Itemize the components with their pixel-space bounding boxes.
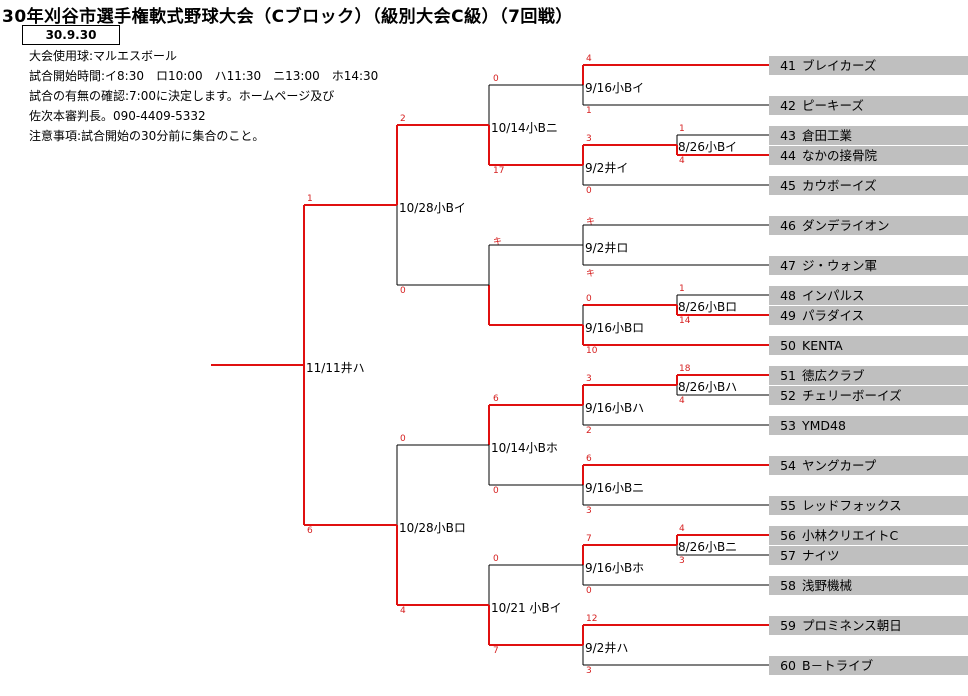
match-r3-bot2: 10/21 小Bイ xyxy=(491,601,562,615)
score-2d-top: 7 xyxy=(586,534,592,544)
score-45: 0 xyxy=(586,186,592,196)
score-56: 4 xyxy=(679,524,685,534)
match-r1-48-49: 8/26小Bロ xyxy=(678,300,738,314)
score-58: 0 xyxy=(586,586,592,596)
score-54: 6 xyxy=(586,454,592,464)
score-r3b1-top: 6 xyxy=(493,394,499,404)
match-r2-46-47: 9/2井ロ xyxy=(585,241,629,255)
match-r2-a-45: 9/2井イ xyxy=(585,161,629,175)
score-55: 3 xyxy=(586,506,592,516)
match-r2-b-50: 9/16小Bロ xyxy=(585,321,645,335)
score-44: 4 xyxy=(679,156,685,166)
score-r3t2-top: キ xyxy=(493,237,503,247)
match-r4-top: 10/28小Bイ xyxy=(399,201,466,215)
match-r2-c-53: 9/16小Bハ xyxy=(585,401,645,415)
match-r3-top1: 10/14小Bニ xyxy=(491,121,558,135)
score-r3t1-top: 0 xyxy=(493,74,499,84)
score-60: 3 xyxy=(586,666,592,676)
score-2a-top: 3 xyxy=(586,134,592,144)
score-r4b-top: 0 xyxy=(400,434,406,444)
score-49: 14 xyxy=(679,316,691,326)
score-41: 4 xyxy=(586,54,592,64)
date-box: 30.9.30 xyxy=(22,25,120,45)
match-r3-bot1: 10/14小Bホ xyxy=(491,441,558,455)
note-start-times: 試合開始時間:イ8:30 ロ10:00 ハ11:30 ニ13:00 ホ14:30 xyxy=(29,69,379,83)
score-43: 1 xyxy=(679,124,685,134)
score-57: 3 xyxy=(679,556,685,566)
match-r2-54-55: 9/16小Bニ xyxy=(585,481,645,495)
score-42: 1 xyxy=(586,106,592,116)
score-r4t-top: 2 xyxy=(400,114,406,124)
note-ball: 大会使用球:マルエスボール xyxy=(29,49,178,63)
note-umpire: 佐次本審判長。090-4409-5332 xyxy=(29,109,206,123)
note-caution: 注意事項:試合開始の30分前に集合のこと。 xyxy=(29,129,265,143)
match-final: 11/11井ハ xyxy=(306,361,365,375)
match-r1-56-57: 8/26小Bニ xyxy=(678,540,738,554)
page-title: 30年刈谷市選手権軟式野球大会（Cブロック）（級別大会C級）（7回戦） xyxy=(2,7,573,27)
score-46: キ xyxy=(586,217,596,227)
score-52: 4 xyxy=(679,396,685,406)
score-final-bot: 6 xyxy=(307,526,313,536)
score-final-top: 1 xyxy=(307,194,313,204)
match-r2-d-58: 9/16小Bホ xyxy=(585,561,645,575)
score-r3t1-bot: 17 xyxy=(493,166,505,176)
score-2c-top: 3 xyxy=(586,374,592,384)
score-47: キ xyxy=(586,269,596,279)
score-r4b-bot: 4 xyxy=(400,606,406,616)
score-53: 2 xyxy=(586,426,592,436)
score-48: 1 xyxy=(679,284,685,294)
score-r4t-bot: 0 xyxy=(400,286,406,296)
match-r4-bot: 10/28小Bロ xyxy=(399,521,466,535)
score-50: 10 xyxy=(586,346,598,356)
match-r2-59-60: 9/2井ハ xyxy=(585,641,629,655)
match-r1-51-52: 8/26小Bハ xyxy=(678,380,738,394)
score-r3b1-bot: 0 xyxy=(493,486,499,496)
score-2b-top: 0 xyxy=(586,294,592,304)
score-59: 12 xyxy=(586,614,598,624)
match-r2-41-42: 9/16小Bイ xyxy=(585,81,645,95)
score-r3b2-top: 0 xyxy=(493,554,499,564)
note-confirmation: 試合の有無の確認:7:00に決定します。ホームページ及び xyxy=(29,89,335,103)
score-r3b2-bot: 7 xyxy=(493,646,499,656)
score-51: 18 xyxy=(679,364,691,374)
match-r1-43-44: 8/26小Bイ xyxy=(678,140,738,154)
